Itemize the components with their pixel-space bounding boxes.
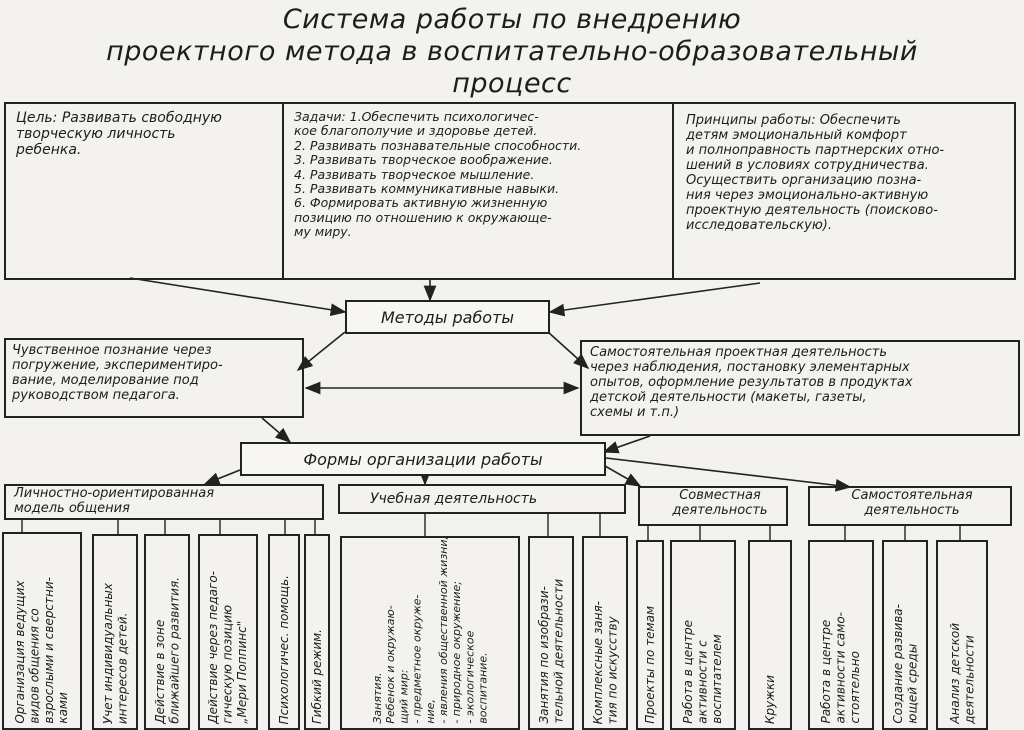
methods-left-text: Чувственное познание через погружение, э… [12, 343, 223, 403]
leaf-text: Проекты по темам [642, 606, 657, 724]
leaf-text: Работа в центре активности с воспитателе… [681, 620, 725, 724]
leaf-box: Гибкий режим. [304, 534, 330, 730]
category-label: Учебная деятельность [370, 491, 538, 507]
forms-label: Формы организации работы [240, 442, 606, 476]
leaf-box: Организация ведущих видов общения со взр… [2, 532, 82, 730]
tasks-divider [282, 102, 674, 280]
leaf-box: Работа в центре активности само- стоятел… [808, 540, 874, 730]
leaf-box: Кружки [748, 540, 792, 730]
leaf-text: Создание развива- ющей среды [890, 604, 919, 724]
leaf-text: Комплексные заня- тия по искусству [590, 600, 619, 724]
leaf-text: Занятия по изобрази- тельной деятельност… [536, 579, 565, 724]
leaf-box: Учет индивидуальных интересов детей. [92, 534, 138, 730]
leaf-box: Работа в центре активности с воспитателе… [670, 540, 736, 730]
leaf-box: Комплексные заня- тия по искусству [582, 536, 628, 730]
top-section-frame [4, 102, 1016, 280]
leaf-text: Кружки [762, 674, 777, 724]
leaf-box: Анализ детской деятельности [936, 540, 988, 730]
methods-right-box: Самостоятельная проектная деятельность ч… [580, 340, 1020, 436]
goal-text: Цель: Развивать свободную творческую лич… [16, 110, 222, 159]
category-personal-model: Личностно-ориентированная модель общения [4, 484, 324, 520]
category-independent: Самостоятельная деятельность [808, 486, 1012, 526]
leaf-text: Занятия. Ребенок и окружаю- щий мир: - п… [370, 536, 490, 724]
leaf-box: Проекты по темам [636, 540, 664, 730]
leaf-box: Создание развива- ющей среды [882, 540, 928, 730]
category-label: Совместная деятельность [672, 488, 768, 518]
principles-text: Принципы работы: Обеспечить детям эмоцио… [686, 113, 945, 233]
page-title: Система работы по внедрению проектного м… [106, 4, 918, 99]
leaf-text: Гибкий режим. [309, 628, 324, 724]
leaf-text: Учет индивидуальных интересов детей. [100, 582, 129, 724]
category-study: Учебная деятельность [338, 484, 626, 514]
methods-label: Методы работы [345, 300, 550, 334]
methods-left-box: Чувственное познание через погружение, э… [4, 338, 304, 418]
category-label: Самостоятельная деятельность [851, 488, 973, 518]
leaf-text: Действие через педаго- гическую позицию … [206, 571, 250, 724]
leaf-box: Действие через педаго- гическую позицию … [198, 534, 258, 730]
leaf-text: Работа в центре активности само- стоятел… [819, 612, 863, 724]
leaf-text: Психологичес. помощь. [276, 574, 291, 724]
leaf-text: Действие в зоне ближайшего развития. [152, 577, 181, 724]
leaf-box: Действие в зоне ближайшего развития. [144, 534, 190, 730]
tasks-text: Задачи: 1.Обеспечить психологичес- кое б… [294, 109, 582, 239]
category-joint: Совместная деятельность [638, 486, 788, 526]
leaf-text: Анализ детской деятельности [947, 623, 976, 724]
category-label: Личностно-ориентированная модель общения [14, 486, 215, 516]
methods-right-text: Самостоятельная проектная деятельность ч… [590, 345, 913, 420]
leaf-box: Занятия по изобрази- тельной деятельност… [528, 536, 574, 730]
leaf-text: Организация ведущих видов общения со взр… [13, 577, 71, 724]
leaf-box: Занятия. Ребенок и окружаю- щий мир: - п… [340, 536, 520, 730]
leaf-box: Психологичес. помощь. [268, 534, 300, 730]
